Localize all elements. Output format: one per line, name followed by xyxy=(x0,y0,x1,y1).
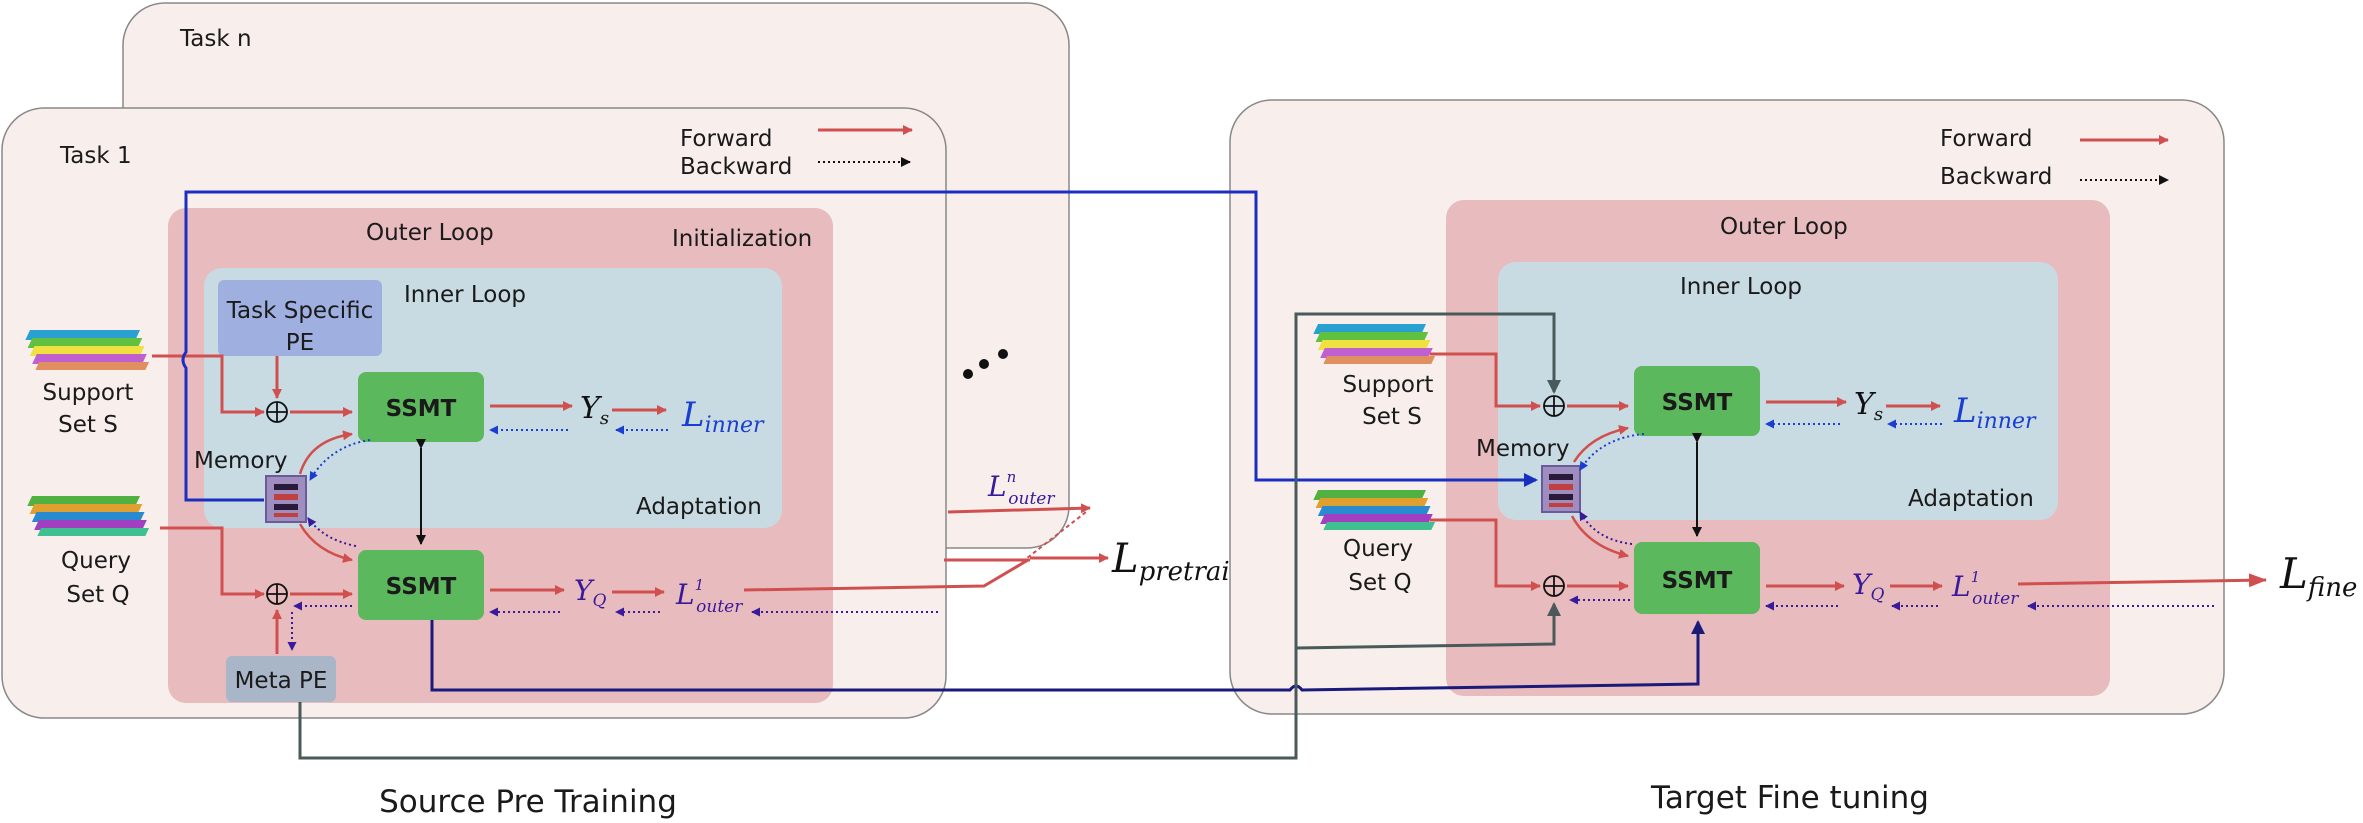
linner-label-right: Linner xyxy=(1953,391,2037,434)
query-set-line1: Query xyxy=(61,548,131,574)
meta-pe-label: Meta PE xyxy=(235,668,328,694)
support-set-line2-right: Set S xyxy=(1362,404,1422,430)
ellipsis-dots xyxy=(963,349,1008,379)
arrow-louter-to-lfine xyxy=(2017,573,2267,588)
query-set-line2: Set Q xyxy=(66,582,129,608)
legend-forward-label: Forward xyxy=(680,126,773,152)
lfine-label: Lfine xyxy=(2279,549,2357,603)
ssmt-bottom-box-right xyxy=(1634,542,1760,614)
connector-metape-transfer-bottom xyxy=(1295,602,1561,650)
backward-ssmt-bottom-to-memory-right xyxy=(1579,511,1633,545)
task-specific-pe-box xyxy=(218,280,382,356)
sum-node-bottom-right xyxy=(1543,575,1565,597)
support-set-image xyxy=(25,330,150,370)
arrow-support-to-sum-right xyxy=(1430,352,1541,411)
inner-loop-label: Inner Loop xyxy=(404,282,526,308)
task-specific-pe-line1: Task Specific xyxy=(226,298,373,324)
arrow-query-to-sum-right xyxy=(1430,518,1541,591)
connector-metape-transfer xyxy=(298,312,1561,760)
legend-backward-label-right: Backward xyxy=(1940,164,2052,190)
memory-label-right: Memory xyxy=(1476,436,1570,462)
query-set-image-right xyxy=(1313,490,1436,530)
arrow-memory-to-ssmt-bottom-right xyxy=(1570,515,1629,559)
support-set-line1-right: Support xyxy=(1343,372,1434,398)
ys-label: Ys xyxy=(580,391,609,429)
meta-pe-box xyxy=(226,656,336,702)
ssmt-bottom-box xyxy=(358,550,484,620)
memory-icon-right xyxy=(1541,465,1581,513)
arrow-louter-n-to-lpretrain xyxy=(947,503,1091,514)
support-set-image-right xyxy=(1313,324,1436,364)
task-specific-pe-line2: PE xyxy=(286,330,314,356)
arrow-memory-to-ssmt-top-right xyxy=(1572,424,1629,463)
memory-icon xyxy=(265,475,307,523)
inner-loop-region-right xyxy=(1498,262,2058,520)
yq-label: YQ xyxy=(574,574,606,611)
connector-initialization-transfer xyxy=(181,190,1538,502)
arrow-memory-to-ssmt-top xyxy=(298,430,353,475)
query-set-image xyxy=(27,496,150,536)
arrow-support-to-sum xyxy=(152,354,265,417)
adaptation-label: Adaptation xyxy=(636,494,762,520)
query-set-line2-right: Set Q xyxy=(1348,570,1411,596)
adaptation-label-right: Adaptation xyxy=(1908,486,2034,512)
yq-label-right: YQ xyxy=(1852,568,1884,605)
sum-node-top xyxy=(266,401,288,423)
backward-ssmt-bottom-to-memory xyxy=(307,517,357,547)
query-set-line1-right: Query xyxy=(1343,536,1413,562)
task-1-label: Task 1 xyxy=(59,143,132,169)
memory-label: Memory xyxy=(194,448,288,474)
arrow-query-to-sum xyxy=(160,526,265,599)
arrow-louter-to-lpretrain xyxy=(743,558,1029,592)
ssmt-top-label-right: SSMT xyxy=(1662,390,1733,416)
lpretrain-label: Lpretrain xyxy=(1111,536,1246,587)
ssmt-top-label: SSMT xyxy=(386,396,457,422)
sum-node-bottom xyxy=(266,583,288,605)
arrow-memory-to-ssmt-bottom xyxy=(298,523,353,563)
sum-node-top-right xyxy=(1543,395,1565,417)
ys-label-right: Ys xyxy=(1854,387,1883,425)
inner-loop-label-right: Inner Loop xyxy=(1680,274,1802,300)
caption-source-pretraining: Source Pre Training xyxy=(379,784,677,820)
linner-label: Linner xyxy=(681,395,765,438)
outer-loop-label: Outer Loop xyxy=(366,220,494,246)
support-set-line2: Set S xyxy=(58,412,118,438)
support-set-line1: Support xyxy=(43,380,134,406)
ssmt-top-box-right xyxy=(1634,366,1760,436)
legend-backward-label: Backward xyxy=(680,154,792,180)
caption-target-finetuning: Target Fine tuning xyxy=(1650,780,1929,816)
ssmt-bottom-label: SSMT xyxy=(386,574,457,600)
legend-forward-label-right: Forward xyxy=(1940,126,2033,152)
ssmt-bottom-label-right: SSMT xyxy=(1662,568,1733,594)
ssmt-top-box xyxy=(358,372,484,442)
initialization-label: Initialization xyxy=(672,226,812,252)
outer-loop-label-right: Outer Loop xyxy=(1720,214,1848,240)
task-n-label: Task n xyxy=(179,26,252,52)
